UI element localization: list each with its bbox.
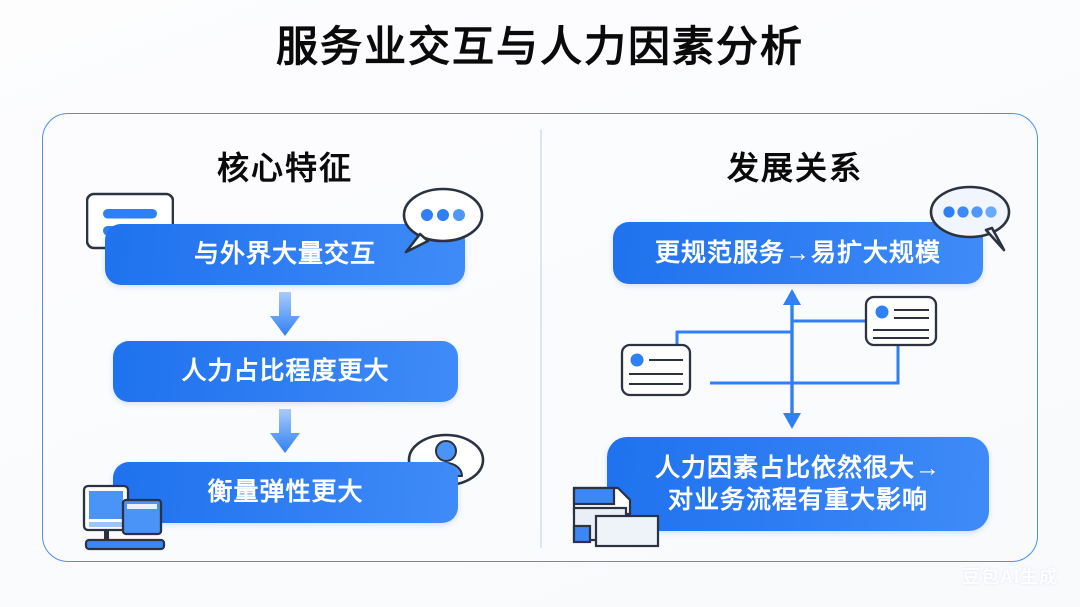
speech-bubble-three-dots-icon — [398, 184, 484, 258]
id-card-right-icon — [864, 295, 938, 347]
speech-bubble-four-dots-icon — [928, 182, 1014, 256]
bidirectional-vertical-arrow — [783, 289, 801, 429]
page-title: 服务业交互与人力因素分析 — [275, 23, 804, 70]
column-divider — [540, 130, 542, 548]
right-card-2-line-1: 人力因素占比依然很大→ — [654, 453, 941, 482]
left-connector-arrow-1 — [268, 292, 302, 338]
left-card-3[interactable]: 衡量弹性更大 — [113, 462, 458, 523]
right-card-1[interactable]: 更规范服务→易扩大规模 — [613, 222, 983, 284]
watermark: 豆包AI生成 — [962, 567, 1058, 587]
left-column-heading: 核心特征 — [216, 150, 353, 186]
bidirectional-flow-diagram — [620, 288, 968, 430]
right-card-2[interactable]: 人力因素占比依然很大→ 对业务流程有重大影响 — [607, 437, 989, 531]
stacked-documents-icon — [570, 484, 662, 550]
left-card-2[interactable]: 人力占比程度更大 — [113, 341, 458, 402]
right-card-2-line-2: 对业务流程有重大影响 — [667, 486, 928, 514]
left-connector-arrow-2 — [268, 409, 302, 455]
desktop-devices-icon — [72, 482, 176, 554]
right-column-heading: 发展关系 — [726, 150, 863, 186]
id-card-left-icon — [620, 343, 692, 397]
content-panel — [42, 113, 1038, 562]
left-card-1[interactable]: 与外界大量交互 — [105, 224, 465, 285]
